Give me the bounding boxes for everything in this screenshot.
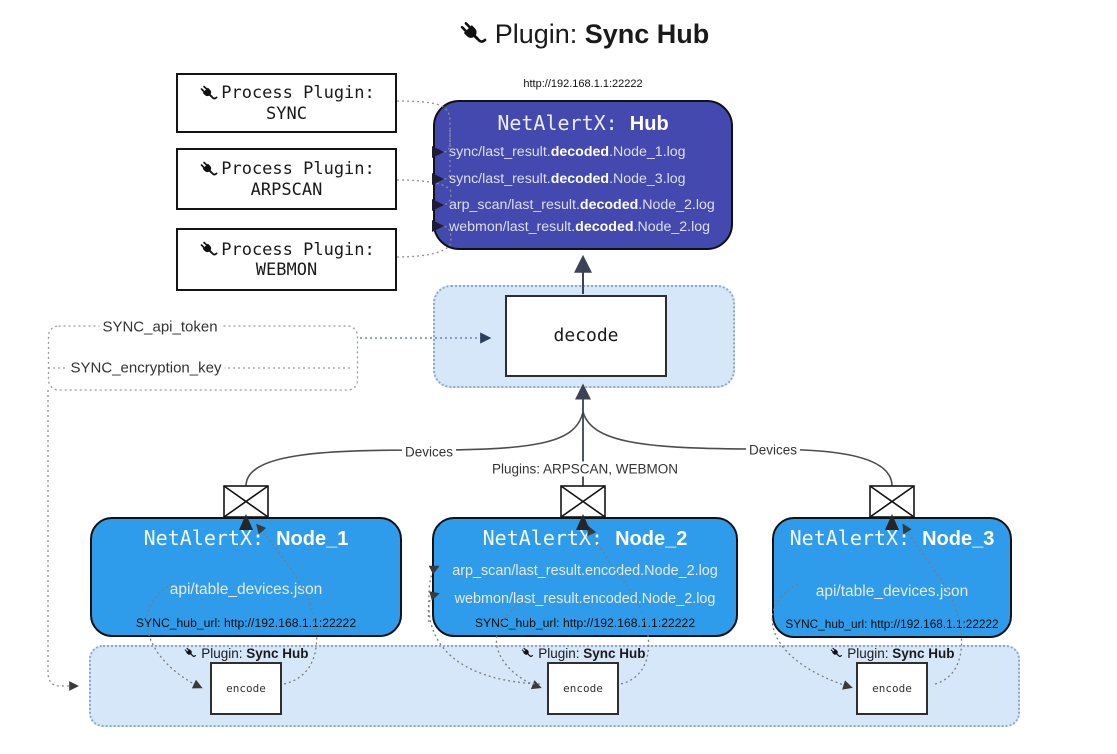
edge-label-devices-left: Devices — [401, 444, 457, 460]
sync-api-token-label: SYNC_api_token — [99, 318, 221, 336]
process-plugin-label: Process Plugin: — [221, 159, 375, 179]
plug-icon — [198, 239, 219, 260]
encoder-label: Plugin: Sync Hub — [802, 646, 982, 661]
node-hub-url: SYNC_hub_url: http://192.168.1.1:22222 — [785, 617, 999, 631]
hub-title: NetAlertX: Hub — [497, 111, 669, 135]
plug-icon — [520, 646, 534, 660]
process-plugin-label: Process Plugin: — [221, 83, 375, 103]
plug-icon — [198, 159, 219, 180]
node-title: NetAlertX: Node_3 — [789, 526, 995, 550]
node-title: NetAlertX: Node_2 — [482, 526, 688, 550]
process-plugin-name: WEBMON — [255, 260, 318, 280]
hub-log-line: webmon/last_result.decoded.Node_2.log — [449, 219, 711, 235]
envelope-icon — [223, 485, 269, 518]
envelope-icon — [869, 485, 915, 518]
node-2-box: NetAlertX: Node_2 arp_scan/last_result.e… — [432, 517, 738, 637]
encoder-label: Plugin: Sync Hub — [493, 646, 673, 661]
node-file-line: api/table_devices.json — [169, 581, 323, 598]
process-plugin-name: SYNC — [266, 103, 307, 124]
hub-log-line: sync/last_result.decoded.Node_1.log — [449, 144, 686, 160]
edge-label-devices-right: Devices — [745, 442, 801, 458]
page-title-bold: Sync Hub — [584, 18, 710, 49]
plug-icon — [183, 646, 197, 660]
encoder-label: Plugin: Sync Hub — [156, 646, 336, 661]
hub-url-label: http://192.168.1.1:22222 — [523, 78, 643, 90]
process-plugin-sync: Process Plugin: SYNC — [176, 73, 397, 133]
sync-encryption-key-label: SYNC_encryption_key — [67, 359, 225, 377]
node-file-line: arp_scan/last_result.encoded.Node_2.log — [452, 563, 718, 579]
node-1-box: NetAlertX: Node_1 api/table_devices.json… — [90, 517, 402, 637]
page-title-label: Plugin: — [494, 18, 578, 49]
hub-log-line: arp_scan/last_result.decoded.Node_2.log — [449, 197, 715, 213]
hub-log-line: sync/last_result.decoded.Node_3.log — [449, 171, 686, 187]
plug-icon — [198, 83, 219, 104]
page-title: Plugin: Sync Hub — [457, 18, 710, 50]
decode-box: decode — [505, 295, 667, 377]
edge-label-plugins: Plugins: ARPSCAN, WEBMON — [488, 461, 682, 477]
node-title: NetAlertX: Node_1 — [143, 526, 349, 550]
process-plugin-webmon: Process Plugin: WEBMON — [176, 228, 397, 291]
envelope-icon — [560, 485, 606, 518]
encode-box-2: encode — [547, 662, 619, 715]
process-plugin-name: ARPSCAN — [250, 179, 323, 200]
encode-box-3: encode — [856, 662, 928, 715]
node-file-line: webmon/last_result.encoded.Node_2.log — [454, 591, 716, 607]
node-3-box: NetAlertX: Node_3 api/table_devices.json… — [772, 517, 1012, 638]
node-hub-url: SYNC_hub_url: http://192.168.1.1:22222 — [135, 616, 357, 630]
plug-icon — [829, 646, 843, 660]
encode-box-1: encode — [210, 662, 282, 715]
process-plugin-arpscan: Process Plugin: ARPSCAN — [176, 148, 397, 210]
node-file-line: api/table_devices.json — [815, 583, 969, 600]
node-hub-url: SYNC_hub_url: http://192.168.1.1:22222 — [474, 616, 696, 630]
process-plugin-label: Process Plugin: — [221, 239, 375, 260]
hub-box: NetAlertX: Hub sync/last_result.decoded.… — [433, 100, 733, 250]
plug-icon — [457, 18, 489, 50]
